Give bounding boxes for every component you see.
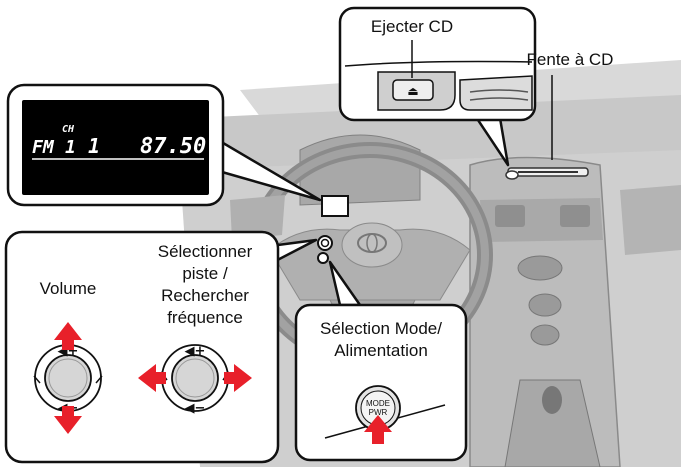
display-marker <box>321 195 349 217</box>
lcd-channel: 1 <box>65 137 76 158</box>
eject-icon: ⏏ <box>407 84 418 98</box>
track-label-line4: fréquence <box>167 308 243 327</box>
mode-callout-frame <box>294 303 468 462</box>
track-volume-down-icon: ◀− <box>185 401 206 416</box>
lcd-band: FM <box>32 137 55 158</box>
track-label-line1: Sélectionner <box>157 242 253 261</box>
eject-callout-art: ⏏ <box>344 60 533 111</box>
lcd-screen <box>22 100 209 195</box>
steering-button-upper-marker <box>317 235 333 251</box>
track-seek-control: ◀+ ◀− <box>138 344 252 416</box>
seek-back-arrow[interactable] <box>138 364 166 392</box>
cd-slot-label: Fente à CD <box>526 50 614 69</box>
mode-button-label: MODE <box>366 399 390 408</box>
eject-cd-label: Ejecter CD <box>370 17 454 36</box>
track-label-line2: piste / <box>182 264 228 283</box>
seek-forward-arrow[interactable] <box>224 364 252 392</box>
mode-label-line1: Sélection Mode/ <box>320 319 442 338</box>
track-volume-up-icon: ◀+ <box>185 344 206 359</box>
mode-label-line2: Alimentation <box>334 341 428 360</box>
lcd-channel-prefix: CH <box>62 124 75 135</box>
volume-down-arrow[interactable] <box>54 406 82 434</box>
volume-control: ◀+ ◀− <box>33 322 103 434</box>
volume-up-arrow[interactable] <box>54 322 82 350</box>
lcd-frequency: 87.50 <box>140 134 206 159</box>
mode-press-arrow <box>364 415 392 444</box>
track-label-line3: Rechercher <box>161 286 249 305</box>
pwr-button-label: PWR <box>369 408 388 417</box>
volume-label: Volume <box>39 279 97 298</box>
steering-button-lower-marker <box>317 252 329 264</box>
lcd-preset: 1 <box>88 134 100 158</box>
eject-button[interactable] <box>392 79 434 101</box>
